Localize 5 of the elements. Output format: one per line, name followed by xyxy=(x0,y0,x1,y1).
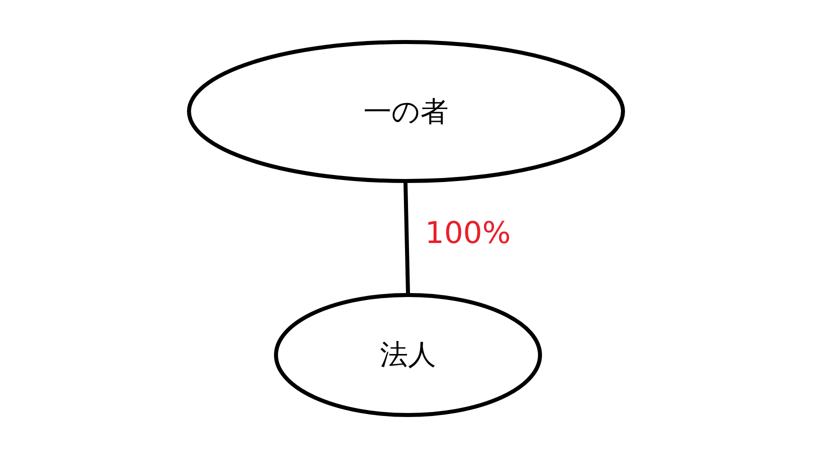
ellipse-node xyxy=(187,40,625,183)
connector-line xyxy=(404,182,410,294)
node-label: 一の者 xyxy=(364,94,448,130)
node-label: 法人 xyxy=(380,337,436,373)
ellipse-node xyxy=(274,293,542,417)
